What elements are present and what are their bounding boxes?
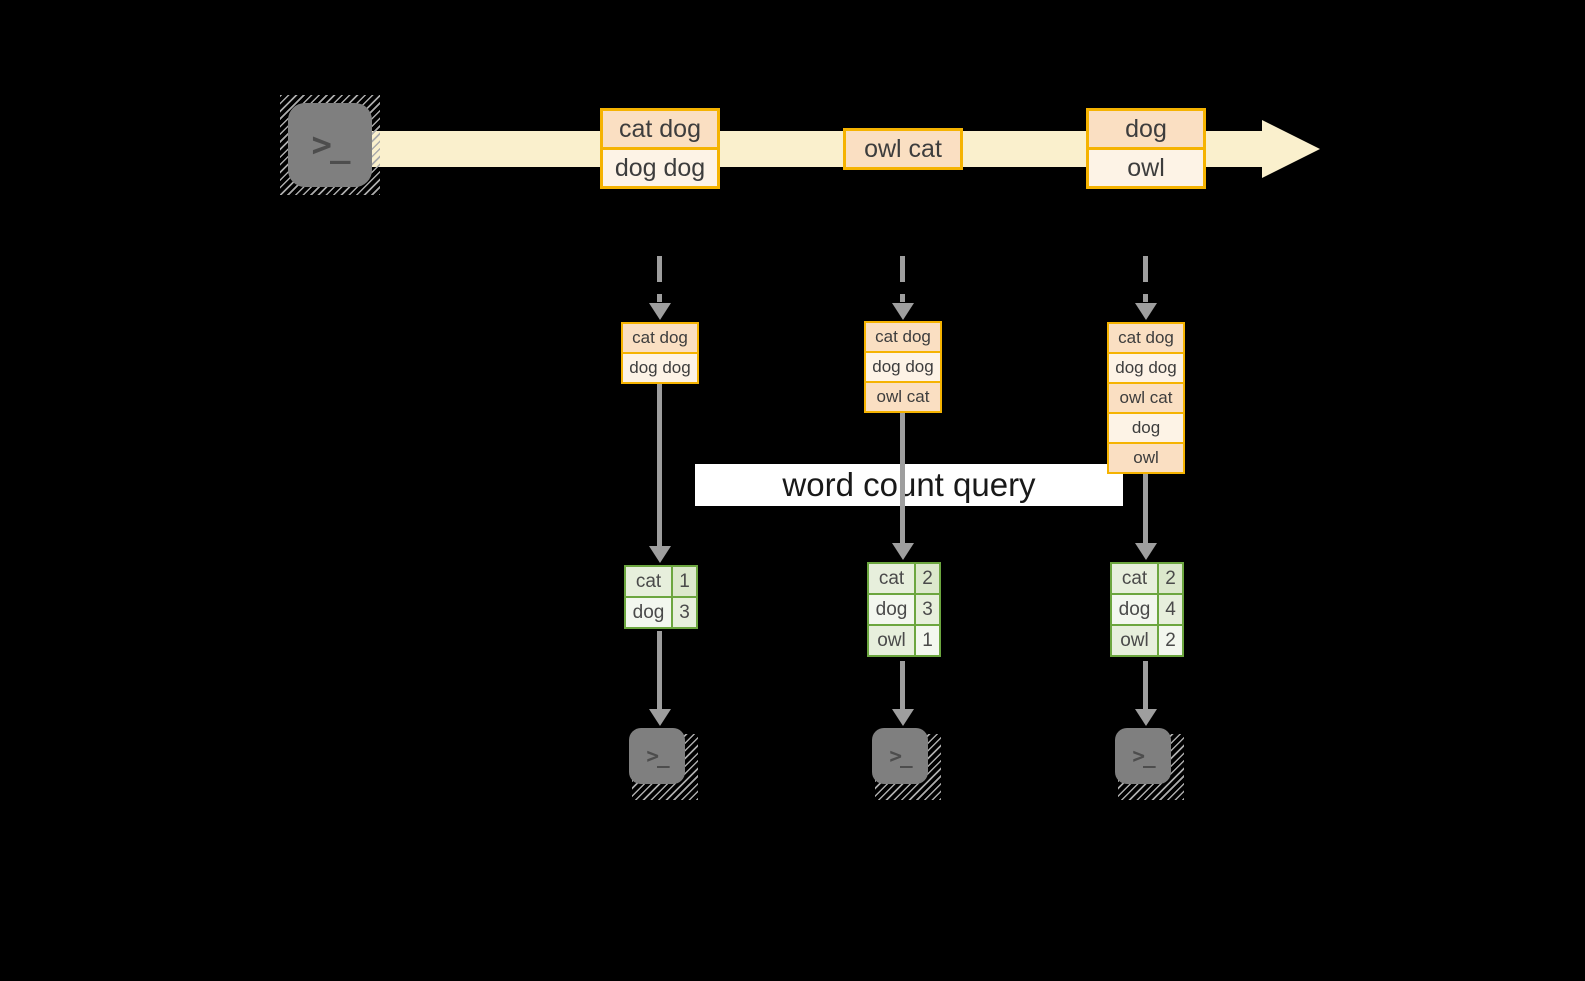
count-table-3: cat 2 dog 4 owl 2 xyxy=(1110,562,1184,657)
count-word: dog xyxy=(869,595,914,624)
count-word: dog xyxy=(1112,595,1157,624)
arrowhead-icon xyxy=(649,709,671,726)
connector-line xyxy=(1143,474,1148,543)
count-table-2: cat 2 dog 3 owl 1 xyxy=(867,562,941,657)
count-word: cat xyxy=(869,564,914,593)
terminal-prompt-glyph: >_ xyxy=(1132,744,1155,768)
accumulated-line: dog xyxy=(1109,414,1183,442)
dashed-connector xyxy=(657,256,662,302)
count-value: 3 xyxy=(673,598,696,627)
accumulated-line: dog dog xyxy=(866,353,940,381)
arrowhead-icon xyxy=(649,303,671,320)
terminal-icon: >_ xyxy=(288,103,372,187)
count-word: cat xyxy=(626,567,671,596)
arrowhead-icon xyxy=(1135,303,1157,320)
stream-line: owl cat xyxy=(846,131,960,167)
stream-batch-2: owl cat xyxy=(843,128,963,170)
stream-batch-3: dog owl xyxy=(1086,108,1206,189)
count-value: 2 xyxy=(1159,564,1182,593)
accumulated-line: cat dog xyxy=(866,323,940,351)
arrowhead-icon xyxy=(892,709,914,726)
terminal-icon: >_ xyxy=(872,728,928,784)
connector-line xyxy=(900,661,905,710)
accumulated-input-1: cat dog dog dog xyxy=(621,322,699,384)
query-label-band: word count query xyxy=(695,464,1123,506)
query-label: word count query xyxy=(782,466,1036,503)
terminal-prompt-glyph: >_ xyxy=(646,744,669,768)
accumulated-line: owl xyxy=(1109,444,1183,472)
terminal-prompt-glyph: >_ xyxy=(311,125,351,165)
arrowhead-icon xyxy=(1135,543,1157,560)
accumulated-line: cat dog xyxy=(1109,324,1183,352)
dashed-connector xyxy=(1143,256,1148,302)
count-value: 1 xyxy=(916,626,939,655)
count-word: owl xyxy=(869,626,914,655)
terminal-icon: >_ xyxy=(629,728,685,784)
terminal-prompt-glyph: >_ xyxy=(889,744,912,768)
accumulated-input-3: cat dog dog dog owl cat dog owl xyxy=(1107,322,1185,474)
accumulated-line: dog dog xyxy=(1109,354,1183,382)
stream-arrowhead-icon xyxy=(1262,120,1320,178)
count-table-1: cat 1 dog 3 xyxy=(624,565,698,629)
stream-line: owl xyxy=(1089,150,1203,186)
count-value: 1 xyxy=(673,567,696,596)
connector-line xyxy=(657,631,662,710)
accumulated-line: owl cat xyxy=(1109,384,1183,412)
count-value: 4 xyxy=(1159,595,1182,624)
arrowhead-icon xyxy=(1135,709,1157,726)
accumulated-input-2: cat dog dog dog owl cat xyxy=(864,321,942,413)
accumulated-line: dog dog xyxy=(623,354,697,382)
count-value: 2 xyxy=(916,564,939,593)
connector-line xyxy=(1143,661,1148,710)
accumulated-line: owl cat xyxy=(866,383,940,411)
stream-batch-1: cat dog dog dog xyxy=(600,108,720,189)
terminal-icon: >_ xyxy=(1115,728,1171,784)
stream-line: cat dog xyxy=(603,111,717,147)
arrowhead-icon xyxy=(649,546,671,563)
connector-line xyxy=(657,384,662,547)
count-word: cat xyxy=(1112,564,1157,593)
count-word: dog xyxy=(626,598,671,627)
stream-line: dog xyxy=(1089,111,1203,147)
arrowhead-icon xyxy=(892,303,914,320)
dashed-connector xyxy=(900,256,905,302)
count-value: 2 xyxy=(1159,626,1182,655)
count-value: 3 xyxy=(916,595,939,624)
stream-line: dog dog xyxy=(603,150,717,186)
accumulated-line: cat dog xyxy=(623,324,697,352)
arrowhead-icon xyxy=(892,543,914,560)
connector-line xyxy=(900,413,905,543)
count-word: owl xyxy=(1112,626,1157,655)
